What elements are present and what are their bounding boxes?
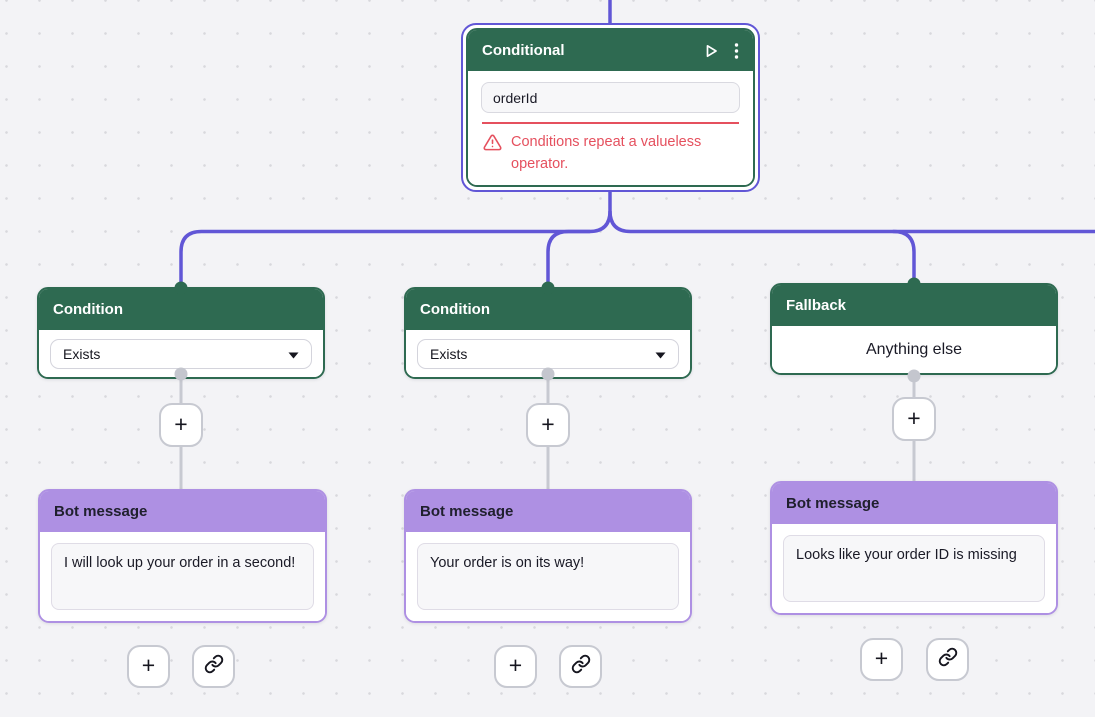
fallback-node-title: Fallback xyxy=(786,297,847,314)
conditional-node[interactable]: Conditional xyxy=(466,28,755,187)
add-next-step-button-1[interactable]: + xyxy=(127,645,170,688)
bot-message-node-3[interactable]: Bot message Looks like your order ID is … xyxy=(770,481,1058,615)
bot-message-node-2-header[interactable]: Bot message xyxy=(406,491,690,532)
bot-message-text-1[interactable]: I will look up your order in a second! xyxy=(51,543,314,610)
conditional-node-title: Conditional xyxy=(482,42,565,59)
bot-message-text-3[interactable]: Looks like your order ID is missing xyxy=(783,535,1045,602)
link-connection-button-3[interactable] xyxy=(926,638,969,681)
conditional-node-selection-ring[interactable]: Conditional xyxy=(461,23,760,192)
operator-dropdown-2[interactable]: Exists xyxy=(417,339,679,369)
link-connection-button-1[interactable] xyxy=(192,645,235,688)
fallback-node-header[interactable]: Fallback xyxy=(772,285,1056,326)
dropdown-caret-icon xyxy=(655,346,666,362)
bot-message-node-1[interactable]: Bot message I will look up your order in… xyxy=(38,489,327,623)
bot-message-text-2[interactable]: Your order is on its way! xyxy=(417,543,679,610)
error-message-text: Conditions repeat a valueless operator. xyxy=(511,134,702,172)
bot-message-node-3-title: Bot message xyxy=(786,495,880,512)
fallback-match-label: Anything else xyxy=(772,326,1056,373)
add-next-step-button-3[interactable]: + xyxy=(860,638,903,681)
add-step-button-branch-2[interactable]: + xyxy=(526,403,570,447)
bot-message-node-3-header[interactable]: Bot message xyxy=(772,483,1056,524)
operator-dropdown-1-value: Exists xyxy=(63,346,101,362)
plus-icon: + xyxy=(141,652,156,678)
plus-icon: + xyxy=(541,410,555,437)
add-next-step-button-2[interactable]: + xyxy=(494,645,537,688)
condition-variable-input[interactable]: orderId xyxy=(481,82,740,113)
condition-node-1-header[interactable]: Condition xyxy=(39,289,323,330)
condition-node-2-header[interactable]: Condition xyxy=(406,289,690,330)
error-divider xyxy=(482,122,739,124)
bot-message-node-2-title: Bot message xyxy=(420,503,514,520)
dropdown-caret-icon xyxy=(288,346,299,362)
condition-node-1[interactable]: Condition Exists xyxy=(37,287,325,379)
condition-node-1-title: Condition xyxy=(53,301,123,318)
error-message-row: Conditions repeat a valueless operator. xyxy=(481,131,740,175)
plus-icon: + xyxy=(174,410,188,437)
bot-message-node-1-header[interactable]: Bot message xyxy=(40,491,325,532)
kebab-menu-icon[interactable] xyxy=(734,42,739,60)
conditional-node-header[interactable]: Conditional xyxy=(468,30,753,71)
chain-link-icon xyxy=(938,647,958,672)
condition-node-2-title: Condition xyxy=(420,301,490,318)
add-step-button-branch-3[interactable]: + xyxy=(892,397,936,441)
operator-dropdown-1[interactable]: Exists xyxy=(50,339,312,369)
chain-link-icon xyxy=(571,654,591,679)
plus-icon: + xyxy=(907,404,921,431)
add-step-button-branch-1[interactable]: + xyxy=(159,403,203,447)
plus-icon: + xyxy=(508,652,523,678)
plus-icon: + xyxy=(874,645,889,671)
play-icon[interactable] xyxy=(702,42,720,60)
operator-dropdown-2-value: Exists xyxy=(430,346,468,362)
fallback-node[interactable]: Fallback Anything else xyxy=(770,283,1058,375)
link-connection-button-2[interactable] xyxy=(559,645,602,688)
chain-link-icon xyxy=(204,654,224,679)
bot-message-node-2[interactable]: Bot message Your order is on its way! xyxy=(404,489,692,623)
bot-message-node-1-title: Bot message xyxy=(54,503,148,520)
warning-triangle-icon xyxy=(483,133,502,157)
condition-node-2[interactable]: Condition Exists xyxy=(404,287,692,379)
